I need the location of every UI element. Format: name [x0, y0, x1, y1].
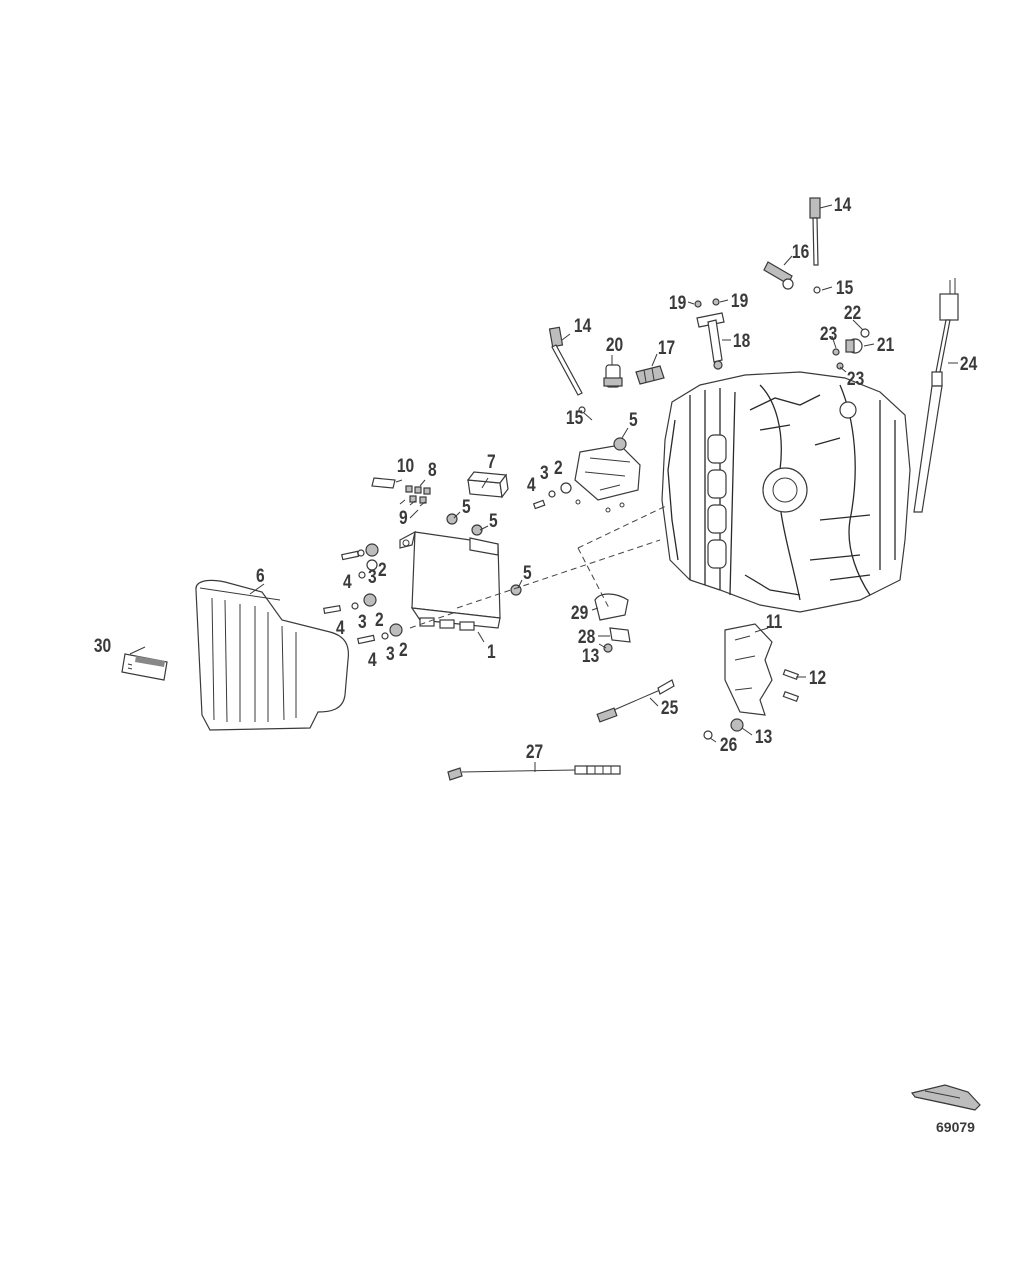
callout-20: 20: [606, 334, 623, 356]
callout-21: 21: [877, 334, 895, 356]
boat-icon: [910, 1084, 981, 1111]
callout-17: 17: [658, 337, 675, 359]
callout-23: 23: [820, 323, 838, 345]
ecm-hardware: [323, 543, 403, 645]
callout-22: 22: [844, 302, 861, 324]
callout-11: 11: [766, 611, 783, 633]
callout-27: 27: [526, 741, 543, 763]
callout-14: 14: [834, 194, 852, 216]
callout-2: 2: [375, 609, 384, 631]
sensor-13-lower: [703, 718, 744, 740]
fuses: [371, 477, 431, 507]
bolts-12: [782, 668, 800, 702]
callout-4: 4: [368, 649, 377, 671]
connector-17: [635, 365, 665, 385]
temp-sensor-right: [809, 197, 821, 294]
callout-5: 5: [489, 510, 498, 532]
callout-1: 1: [487, 641, 496, 663]
temp-sensor-left: [548, 326, 586, 414]
callout-labels: 1 2 2 2 2 3 3 3 3 4 4 4 4 5 5 5 5 6 7 8 …: [94, 194, 978, 763]
callout-6: 6: [256, 565, 265, 587]
callout-24: 24: [960, 353, 978, 375]
callout-5: 5: [523, 562, 532, 584]
callout-8: 8: [428, 459, 437, 481]
callout-19: 19: [731, 290, 749, 312]
routing-line-4: [409, 611, 457, 629]
callout-16: 16: [792, 241, 810, 263]
routing-line-3: [577, 504, 669, 549]
callout-4: 4: [343, 571, 352, 593]
callout-19: 19: [669, 292, 687, 314]
o2-sensor-25: [596, 679, 675, 723]
routing-line-1: [456, 539, 661, 609]
leader-lines: [129, 204, 958, 772]
callout-9: 9: [399, 507, 408, 529]
crank-sensor: [594, 593, 631, 653]
callout-13: 13: [755, 726, 773, 748]
callout-29: 29: [571, 602, 589, 624]
callout-26: 26: [720, 734, 738, 756]
routing-line-2: [577, 547, 611, 611]
callout-2: 2: [378, 559, 387, 581]
dipstick-24: [913, 278, 959, 513]
callout-10: 10: [397, 455, 414, 477]
sensor-bracket: [532, 437, 641, 513]
callout-25: 25: [661, 697, 679, 719]
callout-3: 3: [358, 611, 367, 633]
ecm-module: [399, 530, 501, 631]
grommets: [446, 513, 522, 596]
callout-18: 18: [733, 330, 751, 352]
callout-14: 14: [574, 315, 592, 337]
callout-2: 2: [399, 639, 408, 661]
o2-sensor-27: [447, 765, 621, 781]
callout-4: 4: [527, 474, 536, 496]
figure-number: 69079: [936, 1119, 975, 1135]
callout-12: 12: [809, 667, 826, 689]
callout-30: 30: [94, 635, 111, 657]
callout-28: 28: [578, 626, 596, 648]
callout-4: 4: [336, 617, 345, 639]
callout-5: 5: [462, 496, 471, 518]
callout-15: 15: [836, 277, 854, 299]
callout-5: 5: [629, 409, 638, 431]
callout-23: 23: [847, 368, 865, 390]
sensor-21: [832, 328, 870, 370]
callout-2: 2: [554, 457, 563, 479]
ecm-cover: [195, 579, 350, 731]
callout-7: 7: [487, 451, 496, 473]
warning-decal: [121, 653, 168, 681]
sensor-18: [694, 298, 725, 370]
coil-box: [466, 471, 509, 499]
callout-13: 13: [582, 645, 600, 667]
callout-15: 15: [566, 407, 584, 429]
engine-block: [661, 371, 911, 613]
sensor-16: [763, 261, 794, 290]
callout-3: 3: [386, 643, 395, 665]
pressure-sensor: [603, 364, 623, 388]
callout-3: 3: [368, 566, 377, 588]
heat-shield: [724, 623, 773, 716]
callout-3: 3: [540, 462, 549, 484]
